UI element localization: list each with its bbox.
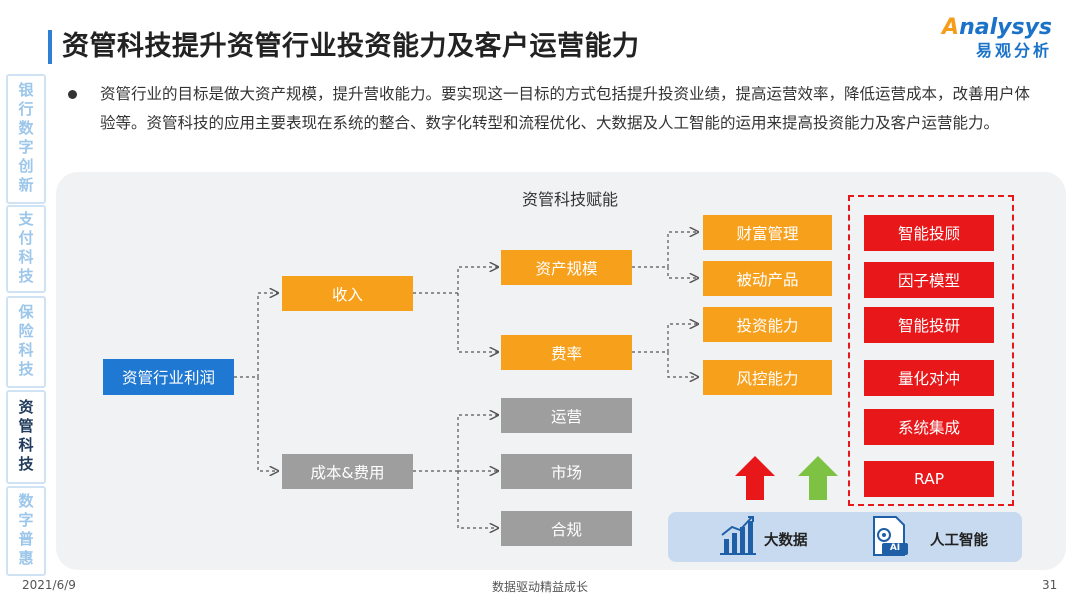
footer-slogan: 数据驱动精益成长 xyxy=(491,580,588,594)
sidebar-item-bank[interactable]: 银行数字创新 xyxy=(6,74,46,204)
tech-rap: RAP xyxy=(864,461,994,497)
page-number: 31 xyxy=(1042,578,1058,592)
sidebar-item-insurance[interactable]: 保险科技 xyxy=(6,296,46,388)
ai-document-icon xyxy=(873,516,908,556)
diagram-heading: 资管科技赋能 xyxy=(521,190,618,209)
bullet-text: 资管行业的目标是做大资产规模，提升营收能力。要实现这一目标的方式包括提升投资业绩… xyxy=(100,85,1031,132)
tech-quant-hedge: 量化对冲 xyxy=(864,360,994,396)
root-box: 资管行业利润 xyxy=(103,359,234,395)
title-accent-bar xyxy=(48,30,52,64)
logo-cn: 易观分析 xyxy=(975,41,1052,60)
sidebar-item-label: 资管科技 xyxy=(16,399,35,475)
bullet-dot xyxy=(68,90,77,99)
capability-invest: 投资能力 xyxy=(703,307,832,342)
sidebar-item-inclusive[interactable]: 数字普惠 xyxy=(6,486,46,576)
green-up-arrow-icon xyxy=(798,456,838,500)
cost-item-compliance: 合规 xyxy=(501,511,632,546)
footer-date: 2021/6/9 xyxy=(22,578,76,592)
tech-factor-model: 因子模型 xyxy=(864,262,994,298)
sidebar-item-asset-mgmt[interactable]: 资管科技 xyxy=(6,390,46,484)
tech-robo-advisor: 智能投顾 xyxy=(864,215,994,251)
analysys-logo: Analysys 易观分析 xyxy=(942,16,1052,62)
bar-chart-icon xyxy=(720,516,756,555)
capability-passive: 被动产品 xyxy=(703,261,832,296)
ai-label: 人工智能 xyxy=(930,533,988,549)
cost-item-operation: 运营 xyxy=(501,398,632,433)
capability-wealth: 财富管理 xyxy=(703,215,832,250)
asset-scale-box: 资产规模 xyxy=(501,250,632,285)
capability-risk: 风控能力 xyxy=(703,360,832,395)
red-up-arrow-icon xyxy=(735,456,775,500)
ai-badge: AI xyxy=(889,543,901,553)
page-title: 资管科技提升资管行业投资能力及客户运营能力 xyxy=(62,31,640,62)
sidebar-item-label: 数字普惠 xyxy=(16,493,35,569)
sidebar-item-label: 银行数字创新 xyxy=(16,82,35,196)
income-box: 收入 xyxy=(282,276,413,311)
sidebar-item-label: 支付科技 xyxy=(16,211,35,287)
logo-initial: A xyxy=(942,15,960,40)
tech-system-integration: 系统集成 xyxy=(864,409,994,445)
tech-smart-research: 智能投研 xyxy=(864,307,994,343)
cost-item-marketing: 市场 xyxy=(501,454,632,489)
big-data-label: 大数据 xyxy=(764,533,808,549)
logo-en: nalysys xyxy=(959,15,1052,40)
fee-rate-box: 费率 xyxy=(501,335,632,370)
sidebar-item-label: 保险科技 xyxy=(16,304,35,380)
tech-dashed-frame xyxy=(848,195,1014,506)
sidebar-item-payment[interactable]: 支付科技 xyxy=(6,205,46,293)
cost-box: 成本&费用 xyxy=(282,454,413,489)
